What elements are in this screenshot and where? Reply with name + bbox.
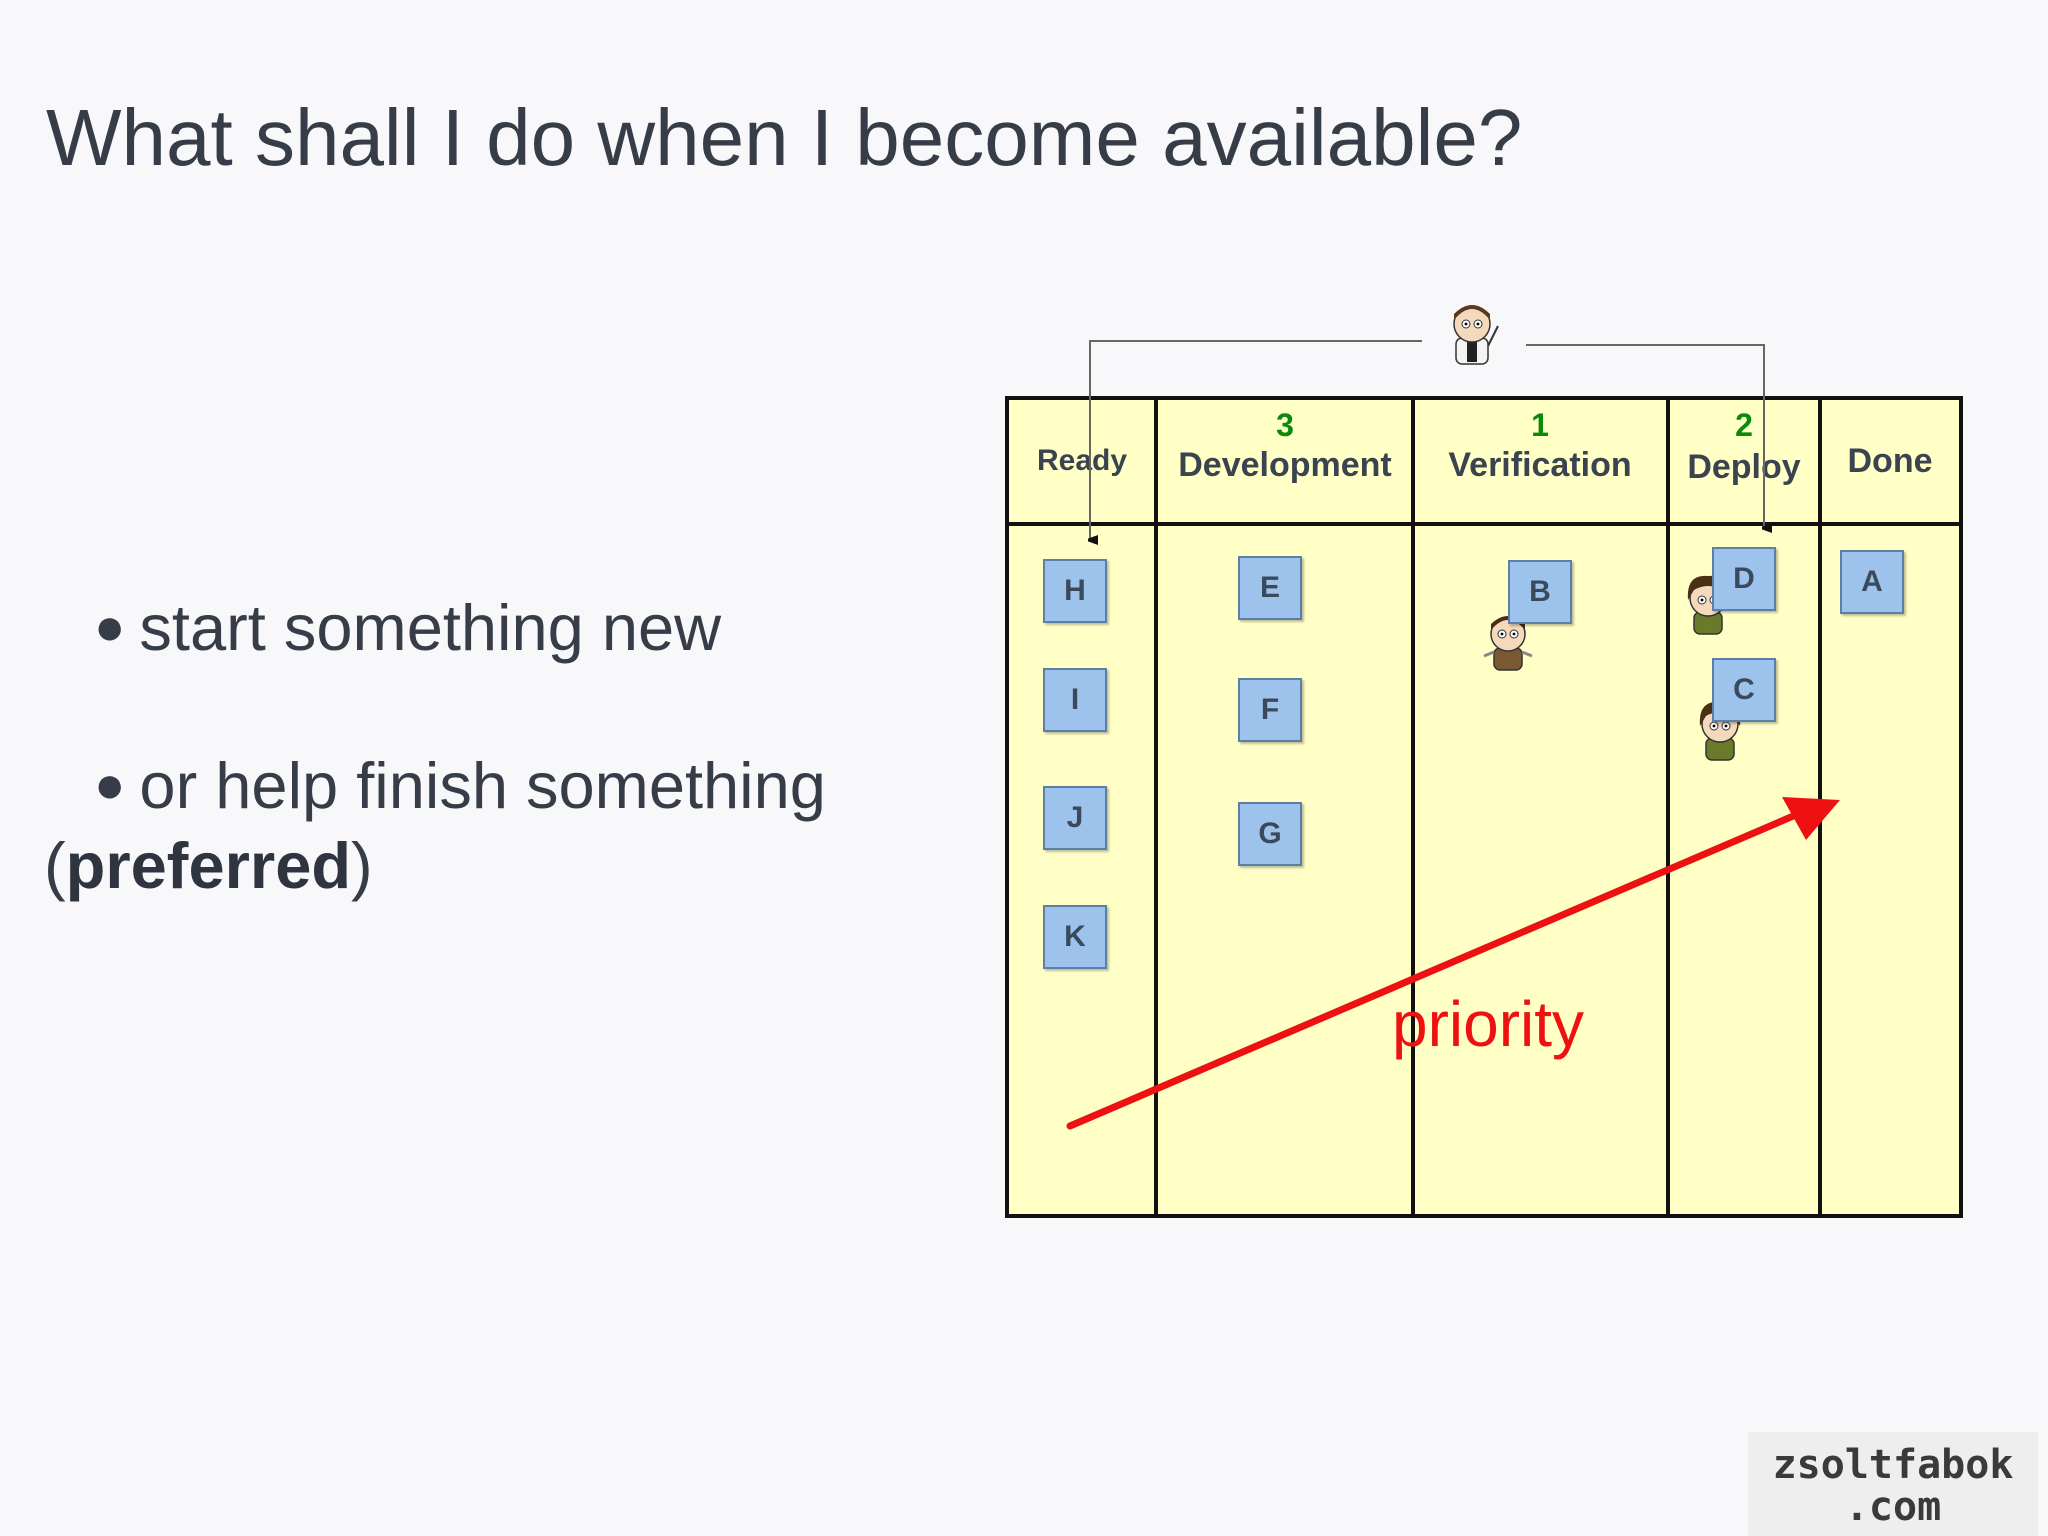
person-available-icon <box>1453 305 1499 365</box>
card-g[interactable]: G <box>1238 802 1302 866</box>
card-f[interactable]: F <box>1238 678 1302 742</box>
card-a[interactable]: A <box>1840 550 1904 614</box>
bullet-preferred: (preferred) <box>44 828 373 903</box>
bullet-text: start something new <box>139 591 722 664</box>
bullet-dot-icon: ● <box>94 755 126 814</box>
card-j[interactable]: J <box>1043 786 1107 850</box>
bullet-start-new: ●start something new <box>94 590 721 665</box>
bullet-text: or help finish something <box>139 749 826 822</box>
connector-to-deploy <box>1526 344 1764 528</box>
card-k[interactable]: K <box>1043 905 1107 969</box>
watermark-line1: zsoltfabok <box>1772 1442 2014 1488</box>
paren-close: ) <box>351 829 373 902</box>
card-e[interactable]: E <box>1238 556 1302 620</box>
watermark-line2: .com <box>1844 1484 1942 1530</box>
priority-arrow-head-icon <box>1782 797 1840 840</box>
column-header-deploy: Deploy <box>1687 448 1800 486</box>
column-header-ready: Ready <box>1037 444 1127 477</box>
priority-label: priority <box>1392 988 1584 1060</box>
card-b[interactable]: B <box>1508 560 1572 624</box>
wip-limit-verification: 1 <box>1531 407 1549 443</box>
column-header-verification: Verification <box>1448 446 1631 484</box>
watermark-logo: zsoltfabok .com <box>1748 1432 2038 1536</box>
card-i[interactable]: I <box>1043 668 1107 732</box>
card-d[interactable]: D <box>1712 547 1776 611</box>
wip-limit-development: 3 <box>1276 407 1294 443</box>
bullet-help-finish: ●or help finish something <box>94 748 826 823</box>
preferred-label: preferred <box>65 829 352 902</box>
paren-open: ( <box>44 829 66 902</box>
wip-limit-deploy: 2 <box>1735 407 1753 443</box>
card-h[interactable]: H <box>1043 559 1107 623</box>
column-header-development: Development <box>1178 446 1392 484</box>
connector-to-ready <box>1090 340 1422 540</box>
slide-title: What shall I do when I become available? <box>46 93 1523 182</box>
priority-arrow <box>1066 804 1816 1130</box>
bullet-dot-icon: ● <box>94 597 126 656</box>
column-header-done: Done <box>1848 442 1933 480</box>
card-c[interactable]: C <box>1712 658 1776 722</box>
